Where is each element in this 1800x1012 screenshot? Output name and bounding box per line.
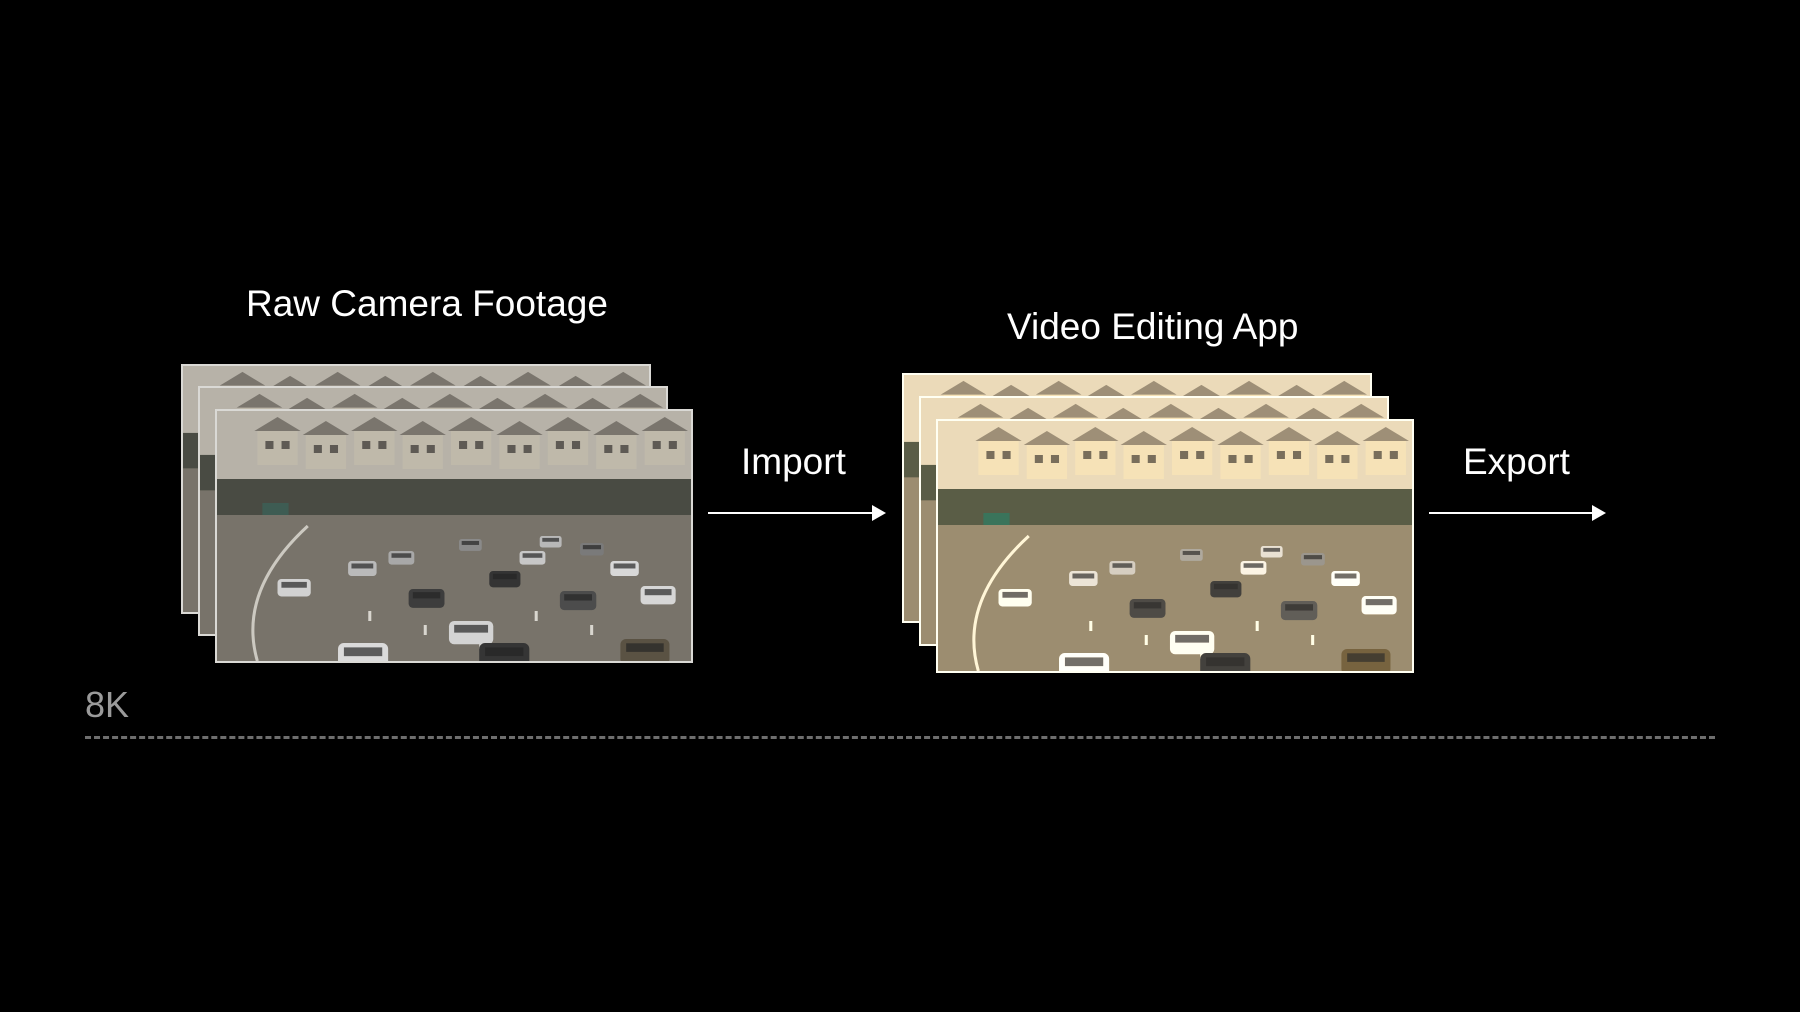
resolution-label: 8K (85, 684, 130, 725)
video-editing-app-title: Video Editing App (1007, 306, 1299, 347)
edited-frame-front (936, 419, 1414, 673)
import-arrow-icon (708, 505, 886, 521)
export-label: Export (1463, 441, 1570, 482)
raw-footage-title: Raw Camera Footage (246, 283, 608, 324)
import-label: Import (741, 441, 846, 482)
export-arrow-icon (1429, 505, 1606, 521)
raw-frame-front (215, 409, 693, 663)
resolution-divider (85, 736, 1715, 739)
